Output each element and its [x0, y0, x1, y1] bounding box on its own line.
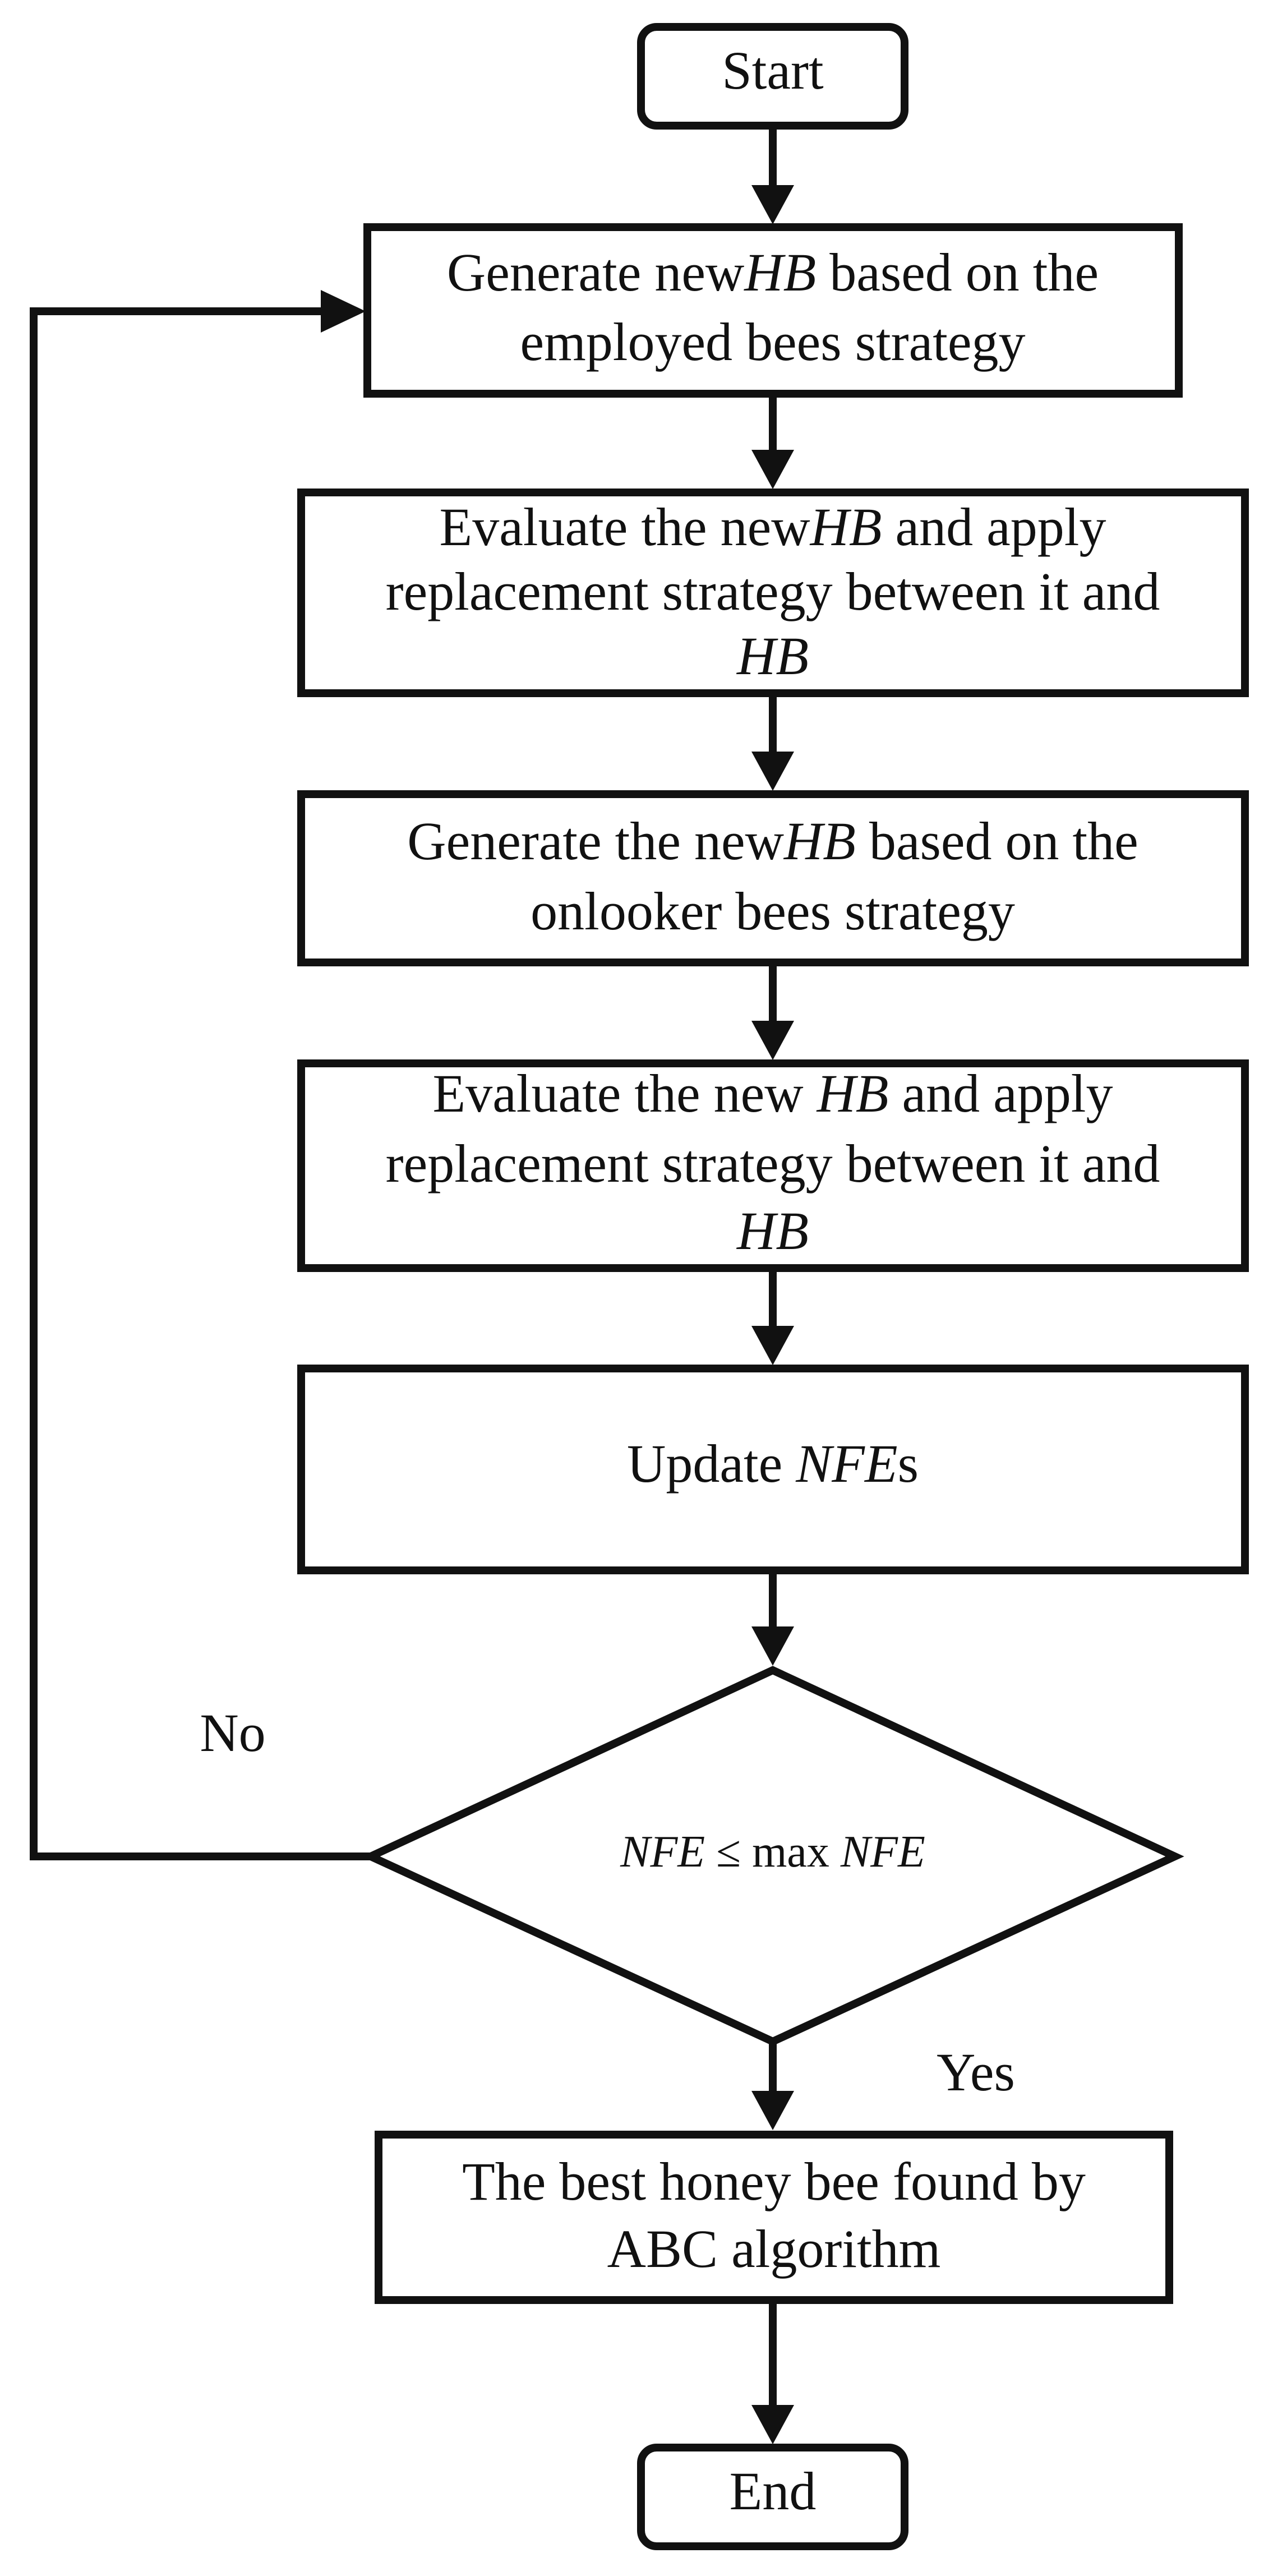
step-generate-onlooker-line1: Generate the newHB based on the [407, 811, 1138, 871]
loop-back-line [30, 307, 371, 1860]
result-line1: The best honey bee found by [462, 2151, 1086, 2211]
arrowhead [751, 185, 794, 224]
step-generate-employed-line1: Generate newHB based on the [447, 242, 1099, 302]
yes-label: Yes [937, 2042, 1015, 2102]
step-evaluate-onlooker-line2: replacement strategy between it and [386, 1133, 1160, 1193]
arrowhead [321, 290, 366, 333]
step-update-nfes [297, 1365, 1249, 1574]
step-evaluate-employed-line3: HB [736, 626, 809, 686]
step-evaluate-employed-line1: Evaluate the newHB and apply [440, 497, 1106, 557]
arrowhead [751, 752, 794, 791]
decision-condition: NFE ≤ max NFE [620, 1827, 925, 1877]
arrowhead [751, 450, 794, 489]
arrowhead [751, 1626, 794, 1666]
no-label: No [200, 1703, 265, 1763]
start-label: Start [722, 40, 824, 100]
step-update-nfes-label: Update NFEs [627, 1434, 919, 1494]
step-evaluate-onlooker [297, 1059, 1249, 1272]
step-evaluate-onlooker-line3: HB [736, 1201, 809, 1261]
step-generate-employed [363, 223, 1183, 398]
arrowhead [751, 1326, 794, 1365]
arrowhead [751, 2405, 794, 2444]
arrowhead [751, 1021, 794, 1060]
end-node [637, 2444, 908, 2550]
result-line2: ABC algorithm [607, 2219, 941, 2279]
step-evaluate-employed-line2: replacement strategy between it and [386, 561, 1160, 621]
step-generate-employed-line2: employed bees strategy [520, 312, 1025, 372]
arrowhead [751, 2091, 794, 2130]
end-label: End [730, 2461, 817, 2521]
step-evaluate-onlooker-line1: Evaluate the new HB and apply [433, 1063, 1113, 1123]
step-generate-onlooker-line2: onlooker bees strategy [531, 881, 1015, 941]
step-generate-onlooker [297, 790, 1249, 966]
